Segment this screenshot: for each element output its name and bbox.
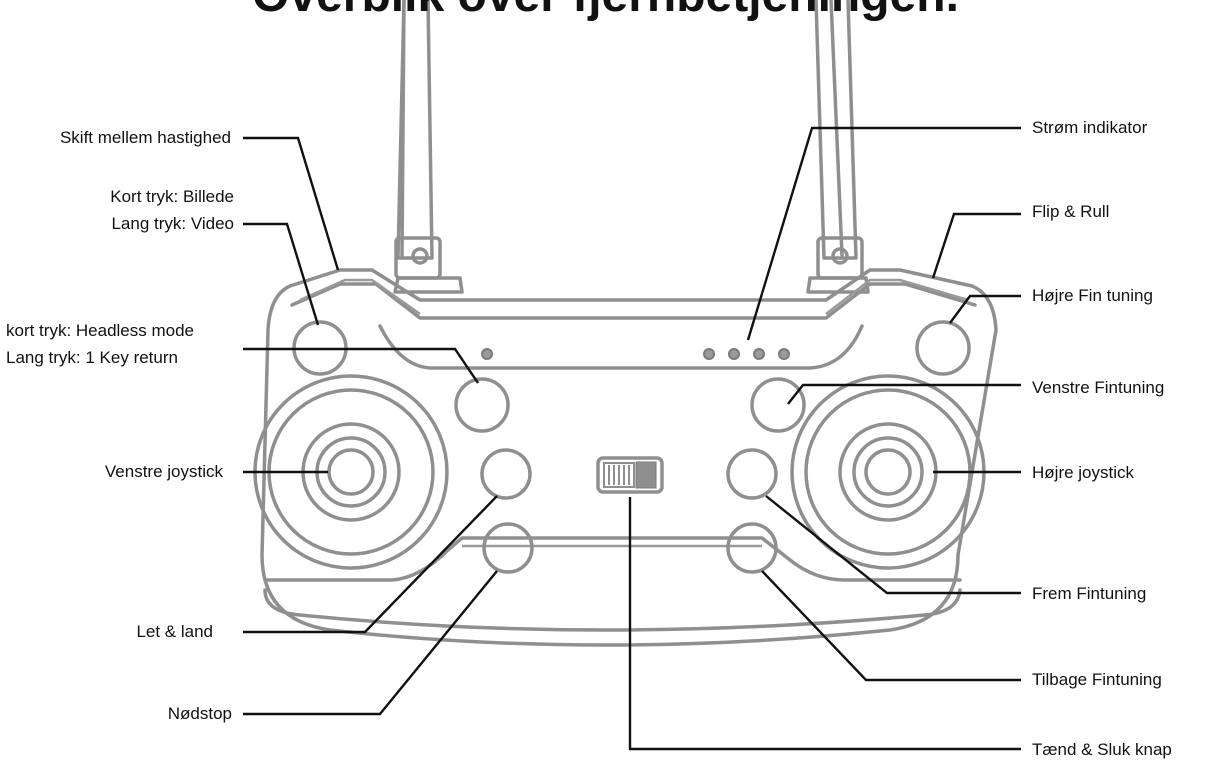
right-joystick[interactable] (790, 374, 986, 570)
power-switch[interactable] (596, 456, 664, 494)
label-photo-line1: Kort tryk: Billede (110, 187, 234, 206)
label-forward-fine-tuning: Frem Fintuning (1032, 584, 1147, 603)
left-fine-tuning-button[interactable] (750, 377, 806, 433)
label-photo-line2: Lang tryk: Video (111, 214, 234, 233)
label-right-joystick: Højre joystick (1032, 463, 1135, 482)
controller-body (260, 268, 998, 647)
label-headless-line1: kort tryk: Headless mode (6, 321, 195, 340)
left-antenna (393, 0, 464, 294)
status-light (481, 348, 493, 360)
label-speed-switch: Skift mellem hastighed (59, 128, 231, 147)
page-title: Overblik over fjernbetjeningen. (0, 0, 1211, 26)
label-left-fine-tuning: Venstre Fintuning (1032, 378, 1165, 397)
leader-lines (243, 126, 1021, 751)
right-antenna (806, 0, 870, 294)
label-emergency-stop: Nødstop (167, 704, 232, 723)
label-flip-roll: Flip & Rull (1032, 202, 1110, 221)
flip-roll-button[interactable] (915, 320, 971, 376)
back-fine-tuning-button[interactable] (726, 522, 778, 574)
label-left-joystick: Venstre joystick (104, 462, 223, 481)
headless-mode-button[interactable] (454, 377, 510, 433)
takeoff-land-button[interactable] (480, 448, 532, 500)
label-headless-line2: Lang tryk: 1 Key return (6, 348, 178, 367)
label-power-button: Tænd & Sluk knap (1032, 740, 1172, 759)
label-right-fine-tuning: Højre Fin tuning (1032, 286, 1153, 305)
label-takeoff-land: Let & land (136, 622, 213, 641)
forward-fine-tuning-button[interactable] (726, 448, 778, 500)
power-indicator-lights (703, 348, 790, 360)
emergency-stop-button[interactable] (482, 522, 534, 574)
label-back-fine-tuning: Tilbage Fintuning (1032, 670, 1162, 689)
label-power-indicator: Strøm indikator (1032, 118, 1148, 137)
